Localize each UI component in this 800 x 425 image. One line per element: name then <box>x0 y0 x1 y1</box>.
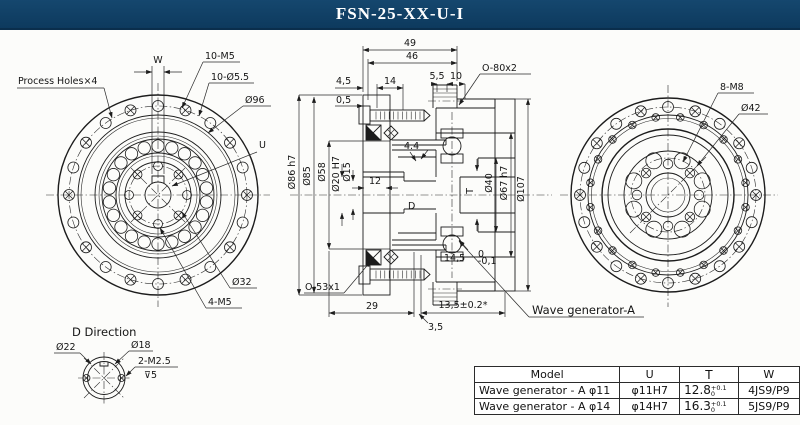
dim-14: 14 <box>384 76 396 87</box>
dim-49: 49 <box>404 38 416 49</box>
dim-4-5: 4,5 <box>336 76 351 87</box>
dim-w: W <box>153 55 163 66</box>
t-value: 12.8 <box>684 383 711 398</box>
drawing-title: FSN-25-XX-U-I <box>335 4 465 23</box>
label-d: D <box>408 201 415 212</box>
col-t: T <box>679 366 739 383</box>
dim-12: 12 <box>369 176 381 187</box>
detail-title: D Direction <box>72 325 136 339</box>
col-w: W <box>737 366 800 383</box>
dim-10: 10 <box>450 71 462 82</box>
dim-5-5: 5,5 <box>429 71 444 82</box>
dim-dia22: Ø22 <box>56 342 76 353</box>
cell-u: φ11H7 <box>619 382 681 399</box>
dim-dia107: Ø107 <box>516 176 527 202</box>
dim-0-5: 0,5 <box>336 95 351 106</box>
dim-14-5: 14,5 <box>444 253 465 264</box>
dim-dia42: Ø42 <box>741 103 761 114</box>
dim-dia58: Ø58 <box>317 162 328 182</box>
dim-dia20: Ø20 H7 <box>331 156 342 192</box>
dim-oring-top: O-80x2 <box>482 63 517 74</box>
label-process-holes: Process Holes×4 <box>18 76 97 87</box>
dim-dia32: Ø32 <box>232 277 252 288</box>
dim-10-dia5-5: 10-Ø5.5 <box>211 72 249 83</box>
dim-oring-bottom: O-53x1 <box>305 282 340 293</box>
cell-w: 4JS9/P9 <box>737 382 800 399</box>
dim-2-m2-5: 2-M2.5 <box>138 356 171 367</box>
dim-dia40: Ø40 <box>484 173 495 193</box>
dim-14-5-upper: 0 <box>478 249 484 260</box>
dim-dia18: Ø18 <box>131 340 151 351</box>
col-model: Model <box>473 366 621 383</box>
dim-dia85: Ø85 <box>302 166 313 186</box>
dim-10-m5: 10-M5 <box>205 51 235 62</box>
dim-46: 46 <box>406 51 418 62</box>
cell-model: Wave generator - A φ14 <box>473 398 621 415</box>
dim-29: 29 <box>366 301 378 312</box>
cell-u: φ14H7 <box>619 398 681 415</box>
cell-model: Wave generator - A φ11 <box>473 382 621 399</box>
dim-dia86: Ø86 h7 <box>287 155 298 190</box>
dim-8-m8: 8-M8 <box>720 82 744 93</box>
table-header-row: Model U T W <box>473 366 800 383</box>
title-bar: FSN-25-XX-U-I <box>0 0 800 30</box>
dim-dia67: Ø67 h7 <box>499 166 510 201</box>
label-wave-generator: Wave generator-A <box>532 303 635 317</box>
t-value: 16.3 <box>684 399 711 414</box>
dim-4-m5: 4-M5 <box>208 297 232 308</box>
col-u: U <box>619 366 681 383</box>
front-view: W Process Holes×4 10-M5 10-Ø5.5 Ø96 U Ø3… <box>17 51 271 309</box>
section-view: 49 46 4,5 0,5 14 5,5 10 O-80x2 Ø86 h7 Ø8… <box>287 38 644 333</box>
technical-drawing: W Process Holes×4 10-M5 10-Ø5.5 Ø96 U Ø3… <box>17 38 778 404</box>
spec-table: Model U T W Wave generator - A φ11 φ11H7… <box>473 366 800 415</box>
dim-dia96: Ø96 <box>245 95 265 106</box>
dim-dia15: Ø15 <box>342 162 353 182</box>
dim-4-4: 4.4 <box>404 141 419 152</box>
dim-3-5: 3,5 <box>428 322 443 333</box>
dim-u: U <box>259 140 266 151</box>
dim-14-5-lower: -0,1 <box>478 256 497 267</box>
dim-13-5: 13,5±0.2* <box>439 300 488 311</box>
dim-t: T <box>465 188 476 195</box>
rear-view: 8-M8 Ø42 <box>560 82 778 307</box>
dim-depth-5: ⊽5 <box>144 370 157 381</box>
detail-view: D Direction Ø22 Ø18 2-M2.5 ⊽5 <box>54 325 178 404</box>
cell-w: 5JS9/P9 <box>737 398 800 415</box>
